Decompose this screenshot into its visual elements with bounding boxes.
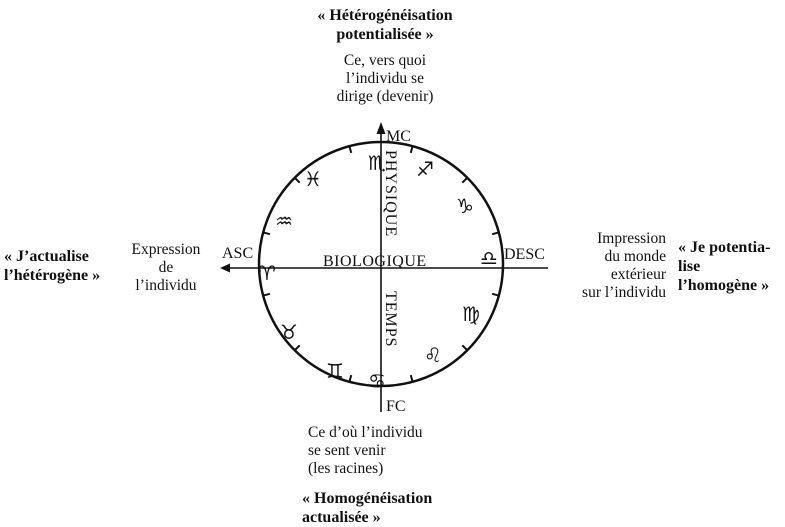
vertical-bottom-label: TEMPS bbox=[382, 291, 399, 348]
wheel-tick bbox=[348, 374, 353, 384]
virgo-sign-icon: ♍ bbox=[462, 302, 480, 326]
bottom-title-line1: « Homogénéisation bbox=[302, 490, 433, 507]
left-title-line1: « J’actualise bbox=[4, 248, 89, 265]
wheel-tick bbox=[409, 144, 414, 154]
bottom-desc-line3: (les racines) bbox=[308, 460, 384, 477]
wheel-tick bbox=[461, 344, 469, 352]
right-title: « Je potentia- lise l’homogène » bbox=[678, 238, 784, 295]
right-desc-line2: du monde bbox=[604, 248, 666, 265]
wheel-tick bbox=[293, 344, 301, 352]
wheel-tick bbox=[261, 292, 271, 297]
aquarius-sign-icon: ♒ bbox=[275, 209, 293, 233]
bottom-title-line2: actualisée » bbox=[302, 509, 381, 526]
right-desc-line1: Impression bbox=[597, 230, 666, 247]
bottom-title: « Homogénéisation actualisée » bbox=[302, 489, 502, 527]
wheel-tick bbox=[409, 374, 414, 384]
scorpio-sign-icon: ♏ bbox=[368, 151, 386, 175]
right-desc-line3: extérieur bbox=[610, 266, 666, 283]
wheel-tick bbox=[261, 231, 271, 236]
vertical-top-label: PHYSIQUE bbox=[382, 150, 399, 237]
left-desc-line2: de bbox=[158, 259, 174, 276]
wheel-ticks bbox=[261, 144, 501, 384]
taurus-sign-icon: ♉ bbox=[280, 320, 298, 344]
top-desc-line2: l’individu se bbox=[346, 70, 424, 87]
left-description: Expression de l’individu bbox=[118, 241, 214, 295]
top-desc-line3: dirige (devenir) bbox=[336, 88, 434, 105]
center-label: BIOLOGIQUE bbox=[323, 253, 427, 270]
bottom-desc-line2: se sent venir bbox=[308, 442, 386, 459]
libra-sign-icon: ♎ bbox=[480, 246, 498, 270]
wheel-tick bbox=[491, 231, 501, 236]
left-desc-line3: l’individu bbox=[135, 277, 197, 294]
asc-arrow-icon bbox=[220, 263, 230, 273]
aries-sign-icon: ♈ bbox=[258, 261, 276, 285]
sagittarius-sign-icon: ♐ bbox=[416, 157, 434, 181]
top-desc-line1: Ce, vers quoi bbox=[343, 52, 427, 69]
mc-arrow-icon bbox=[376, 122, 386, 134]
fc-label: FC bbox=[386, 398, 406, 415]
left-desc-line1: Expression bbox=[131, 241, 201, 258]
top-title-line2: potentialisée » bbox=[336, 26, 434, 43]
mc-label: MC bbox=[386, 128, 411, 145]
pisces-sign-icon: ♓ bbox=[304, 167, 322, 191]
right-desc-line4: sur l’individu bbox=[582, 284, 666, 301]
left-title-line2: l’hétérogène » bbox=[4, 267, 101, 284]
cancer-sign-icon: ♋ bbox=[368, 369, 386, 393]
wheel-tick bbox=[461, 176, 469, 184]
wheel-tick bbox=[491, 292, 501, 297]
wheel-tick bbox=[348, 144, 353, 154]
gemini-sign-icon: ♊ bbox=[326, 359, 344, 383]
top-title: « Hétérogénéisation potentialisée » bbox=[270, 6, 500, 44]
asc-label: ASC bbox=[222, 245, 253, 262]
left-title: « J’actualise l’hétérogène » bbox=[4, 247, 124, 285]
wheel-tick bbox=[293, 176, 301, 184]
bottom-desc-line1: Ce d’où l’individu bbox=[308, 424, 423, 441]
right-title-line1: « Je potentia- bbox=[678, 239, 771, 256]
right-description: Impression du monde extérieur sur l’indi… bbox=[548, 230, 666, 302]
right-title-line2: lise bbox=[678, 258, 701, 275]
top-title-line1: « Hétérogénéisation bbox=[317, 7, 453, 24]
leo-sign-icon: ♌ bbox=[424, 343, 442, 367]
top-description: Ce, vers quoi l’individu se dirige (deve… bbox=[290, 52, 480, 106]
desc-label: DESC bbox=[504, 246, 545, 263]
capricorn-sign-icon: ♑ bbox=[456, 194, 474, 218]
bottom-description: Ce d’où l’individu se sent venir (les ra… bbox=[308, 424, 488, 478]
right-title-line3: l’homogène » bbox=[678, 277, 770, 294]
